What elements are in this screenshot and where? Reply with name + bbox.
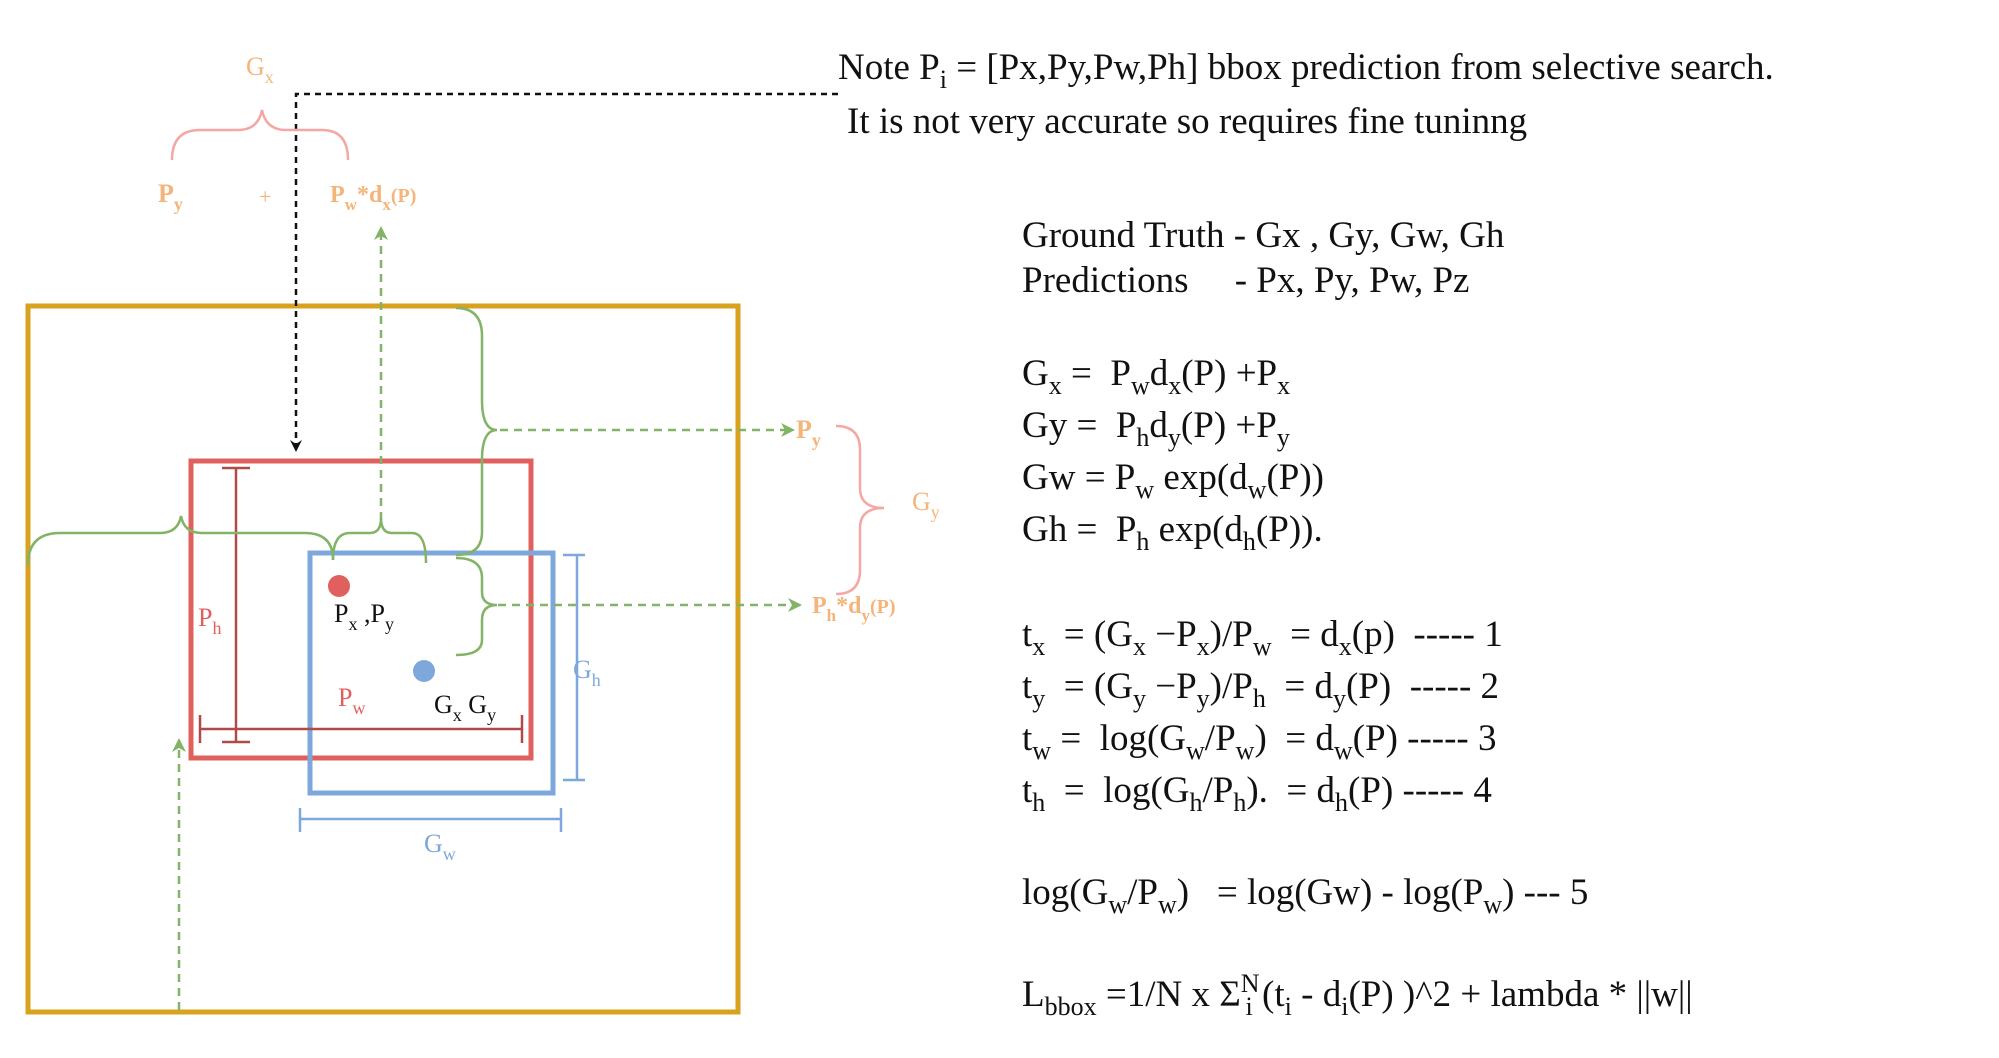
equation-2: ty = (Gy −Py)/Ph = dy(P) ----- 2	[1022, 666, 1499, 713]
ground-truth-center-point	[413, 660, 435, 682]
label-px-py: Px ,Py	[334, 599, 394, 634]
equation-gy: Gy = Phdy(P) +Py	[1022, 405, 1290, 452]
label-ph-dy: Ph*dy(P)	[812, 593, 896, 625]
pink-braces	[170, 109, 885, 596]
gh-dimension-line	[563, 553, 585, 782]
label-py-top: Py	[158, 179, 183, 214]
target-equations: tx = (Gx −Px)/Pw = dx(p) ----- 1 ty = (G…	[1022, 614, 1503, 817]
ground-truth-box	[307, 550, 556, 796]
label-gy-right: Gy	[912, 487, 940, 522]
green-braces	[26, 306, 498, 657]
note-text: Note Pi = [Px,Py,Pw,Ph] bbox prediction …	[838, 47, 1774, 142]
equation-4: th = log(Gh/Ph). = dh(P) ----- 4	[1022, 770, 1492, 817]
label-ph: Ph	[198, 603, 221, 638]
label-pw-dx: Pw*dx(P)	[330, 182, 416, 214]
equation-3: tw = log(Gw/Pw) = dw(P) ----- 3	[1022, 718, 1497, 765]
prediction-box	[188, 458, 534, 761]
equation-1: tx = (Gx −Px)/Pw = dx(p) ----- 1	[1022, 614, 1503, 661]
definitions: Ground Truth - Gx , Gy, Gw, Gh Predictio…	[1022, 215, 1505, 301]
note-pointer-arrow	[290, 92, 838, 452]
green-offset-arrows	[172, 226, 802, 1010]
label-gx-gy: Gx Gy	[434, 690, 496, 725]
gw-dimension-line	[298, 808, 563, 832]
svg-text:Note Pi = [Px,Py,Pw,Ph] bbox p: Note Pi = [Px,Py,Pw,Ph] bbox prediction …	[838, 47, 1774, 94]
label-gh: Gh	[573, 655, 601, 690]
label-plus: +	[259, 184, 271, 209]
transform-equations: Gx = Pwdx(P) +Px Gy = Phdy(P) +Py Gw = P…	[1022, 353, 1324, 556]
prediction-center-point	[328, 575, 350, 597]
predictions-definition: Predictions - Px, Py, Pw, Pz	[1022, 260, 1469, 301]
equation-gx: Gx = Pwdx(P) +Px	[1022, 353, 1290, 400]
equation-gw: Gw = Pw exp(dw(P))	[1022, 457, 1324, 504]
label-gw: Gw	[424, 829, 456, 864]
ground-truth-definition: Ground Truth - Gx , Gy, Gw, Gh	[1022, 215, 1505, 256]
ph-dimension-line	[222, 466, 250, 744]
svg-text:It is not very accurate so req: It is not very accurate so requires fine…	[847, 101, 1527, 142]
equation-5: log(Gw/Pw) = log(Gw) - log(Pw) --- 5	[1022, 872, 1588, 919]
equation-gh: Gh = Ph exp(dh(P)).	[1022, 509, 1323, 556]
label-py-right: Py	[796, 415, 821, 450]
diagram-labels: Gx Py + Pw*dx(P) Py Gy Ph*dy(P) Ph Px ,P…	[158, 52, 940, 864]
label-pw: Pw	[338, 683, 365, 718]
label-gx-top: Gx	[246, 52, 274, 87]
image-frame	[25, 303, 741, 1015]
pw-dimension-line	[198, 715, 524, 743]
